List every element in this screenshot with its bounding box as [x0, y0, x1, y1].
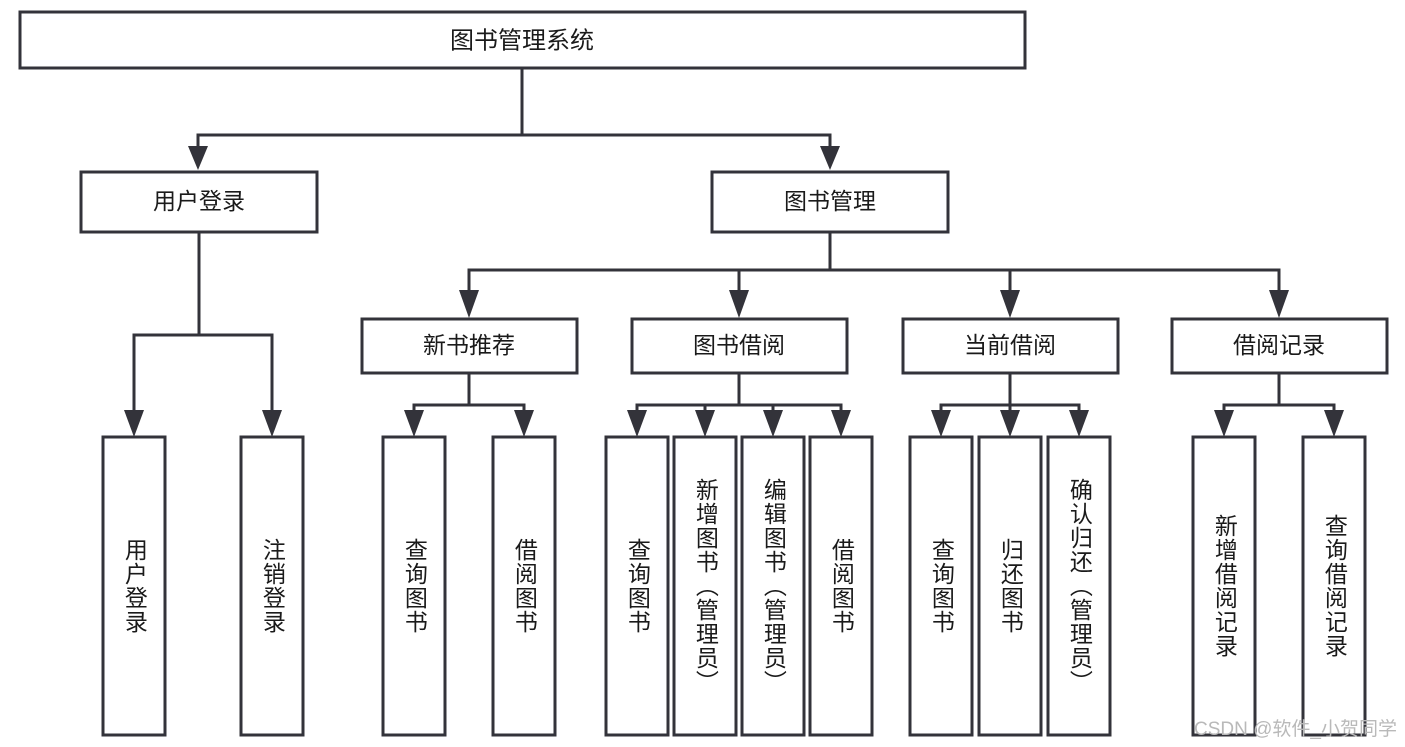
leaf-box-logout[interactable] [239, 435, 305, 737]
leaf-box-bb-borrow-book[interactable] [808, 435, 874, 737]
arrow-to-leaf-bb-3 [763, 410, 783, 437]
leaf-box-nb-query-book[interactable] [381, 435, 447, 737]
arrow-to-leaf-bb-4 [831, 410, 851, 437]
arrow-to-leaf-br-1 [1214, 410, 1234, 437]
arrow-to-book-borrow [729, 290, 749, 318]
arrow-to-leaf-nb-1 [404, 410, 424, 437]
node-current-borrow-box[interactable] [901, 317, 1120, 375]
node-borrow-record[interactable]: 借阅记录 [1170, 317, 1389, 375]
node-new-book-box[interactable] [360, 317, 579, 375]
leaf-box-br-query-record[interactable] [1301, 435, 1367, 737]
leaf-box-cb-query-book[interactable] [908, 435, 974, 737]
node-root-box[interactable] [18, 10, 1027, 70]
node-user-login[interactable]: 用户登录 [79, 170, 319, 234]
arrow-to-leaf-bb-1 [627, 410, 647, 437]
arrow-to-leaf-cb-3 [1069, 410, 1089, 437]
leaf-box-nb-borrow-book[interactable] [491, 435, 557, 737]
arrow-to-leaf-cb-1 [931, 410, 951, 437]
leaf-box-bb-add-book[interactable] [672, 435, 738, 737]
leaf-box-bb-edit-book[interactable] [740, 435, 806, 737]
node-book-borrow[interactable]: 图书借阅 [630, 317, 849, 375]
leaf-box-cb-confirm-return[interactable] [1046, 435, 1112, 737]
node-current-borrow-label: 当前借阅 [964, 332, 1056, 358]
arrow-to-user-login [188, 146, 208, 170]
arrow-to-leaf-user-login [124, 410, 144, 437]
node-user-login-label: 用户登录 [153, 188, 245, 214]
leaf-box-br-add-record[interactable] [1191, 435, 1257, 737]
node-book-manage-label: 图书管理 [784, 188, 876, 214]
arrow-to-leaf-logout [262, 410, 282, 437]
arrow-to-leaf-br-2 [1324, 410, 1344, 437]
arrow-to-leaf-bb-2 [695, 410, 715, 437]
watermark-text: CSDN @软件_小贺同学 [1194, 719, 1397, 740]
arrow-to-leaf-cb-2 [1000, 410, 1020, 437]
node-borrow-record-box[interactable] [1170, 317, 1389, 375]
node-root-label: 图书管理系统 [450, 27, 594, 54]
node-root[interactable]: 图书管理系统 [18, 10, 1027, 70]
node-book-borrow-box[interactable] [630, 317, 849, 375]
arrow-to-current-borrow [1000, 290, 1020, 318]
node-current-borrow[interactable]: 当前借阅 [901, 317, 1120, 375]
arrow-to-new-book [459, 290, 479, 318]
node-book-manage[interactable]: 图书管理 [710, 170, 950, 234]
leaf-box-user-login[interactable] [101, 435, 167, 737]
arrow-to-leaf-nb-2 [514, 410, 534, 437]
arrow-to-borrow-record [1269, 290, 1289, 318]
leaf-box-bb-query-book[interactable] [604, 435, 670, 737]
leaf-box-cb-return-book[interactable] [977, 435, 1043, 737]
node-new-book-label: 新书推荐 [423, 332, 515, 358]
node-book-borrow-label: 图书借阅 [693, 332, 785, 358]
arrow-to-book-manage [820, 146, 840, 170]
node-new-book[interactable]: 新书推荐 [360, 317, 579, 375]
node-book-manage-box[interactable] [710, 170, 950, 234]
node-borrow-record-label: 借阅记录 [1233, 332, 1325, 358]
